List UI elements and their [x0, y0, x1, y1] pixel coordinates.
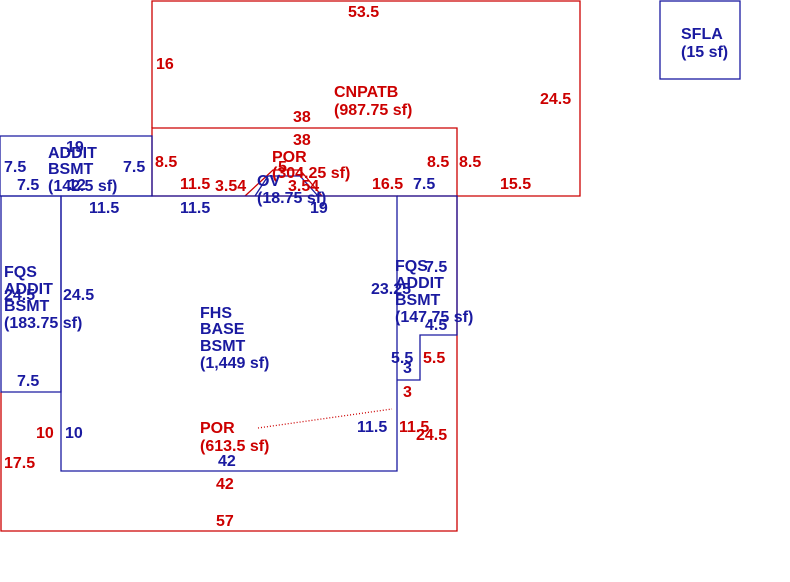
dim-label: 16	[156, 56, 174, 73]
por-top-area: (304.25 sf)	[272, 165, 350, 182]
fqs-right-name1: FQS	[395, 258, 428, 275]
ov-name: OV	[257, 173, 280, 190]
dim-label: 5.5	[423, 350, 445, 367]
dim-label: 42	[216, 476, 234, 493]
dim-label: 4.5	[425, 317, 447, 334]
por-bottom-area: (613.5 sf)	[200, 438, 269, 455]
ov-wedge-red	[244, 169, 323, 197]
dim-label: 5.5	[391, 350, 413, 367]
sfla-outline	[659, 0, 741, 80]
fhs-name2: BASE	[200, 321, 245, 338]
sfla-name: SFLA	[681, 26, 723, 43]
fqs-addit-right-outline	[397, 195, 458, 381]
dim-label: 23.25	[371, 281, 411, 298]
cnpatb-outline	[151, 0, 581, 197]
dim-label: 11.5	[399, 419, 429, 436]
dim-label: 10	[36, 425, 54, 442]
cnpatb-name: CNPATB	[334, 84, 398, 101]
ov-wedge-blue	[254, 175, 319, 197]
fhs-base-outline	[60, 195, 398, 472]
dim-label: 11.5	[180, 176, 210, 193]
dim-label: 16.5	[372, 176, 403, 193]
dim-label: 15.5	[500, 176, 531, 193]
fqs-left-area: (183.75 sf)	[4, 315, 82, 332]
dim-label: 17.5	[4, 455, 35, 472]
dim-label: 3	[403, 384, 412, 401]
dim-label: 8.5	[155, 154, 177, 171]
addit-left-name2: BSMT	[48, 161, 94, 178]
dim-label: 5	[278, 159, 287, 176]
fhs-name1: FHS	[200, 305, 232, 322]
dim-label: 8.5	[427, 154, 449, 171]
dim-label: 7.5	[413, 176, 435, 193]
fqs-right-name3: BSMT	[395, 292, 441, 309]
dim-label: 11.5	[357, 419, 387, 436]
fqs-right-name2: ADDIT	[395, 275, 444, 292]
dim-label: 24.5	[416, 427, 447, 444]
fhs-area: (1,449 sf)	[200, 355, 269, 372]
dim-label: 12	[68, 177, 86, 194]
dim-label: 42	[218, 453, 236, 470]
dim-label: 7.5	[425, 259, 447, 276]
addit-left-area: (142.5 sf)	[48, 178, 117, 195]
fqs-left-name2: ADDIT	[4, 281, 53, 298]
addit-left-name1: ADDIT	[48, 145, 97, 162]
fqs-right-area: (147.75 sf)	[395, 309, 473, 326]
dim-label: 24.5	[540, 91, 571, 108]
dim-label: 7.5	[4, 159, 26, 176]
ov-area: (18.75 sf)	[257, 190, 326, 207]
fqs-left-name1: FQS	[4, 264, 37, 281]
dim-label: 57	[216, 513, 234, 530]
por-top-name: POR	[272, 149, 307, 166]
por-bottom-outline	[0, 196, 458, 532]
dim-label: 10	[65, 425, 83, 442]
fhs-name3: BSMT	[200, 338, 246, 355]
dim-label: 7.5	[17, 373, 39, 390]
dim-label: 11.5	[180, 200, 210, 217]
dim-label: 38	[293, 132, 311, 149]
cnpatb-area: (987.75 sf)	[334, 102, 412, 119]
dim-label: 53.5	[348, 4, 379, 21]
dim-label: 38	[293, 109, 311, 126]
dim-label: 8.5	[459, 154, 481, 171]
dim-label: 11.5	[89, 200, 119, 217]
dim-label: 3	[403, 360, 412, 377]
sfla-area: (15 sf)	[681, 44, 728, 61]
dim-label: 3.54	[215, 178, 246, 195]
dim-label: 7.5	[123, 159, 145, 176]
por-bottom-name: POR	[200, 420, 235, 437]
dim-label: 3.54	[288, 178, 319, 195]
dim-label: 19	[310, 200, 328, 217]
dim-label: 7.5	[17, 177, 39, 194]
fqs-left-name3: BSMT	[4, 298, 50, 315]
dim-label: 24.5	[4, 287, 35, 304]
dim-label: 24.5	[63, 287, 94, 304]
dim-label: 19	[66, 139, 84, 156]
